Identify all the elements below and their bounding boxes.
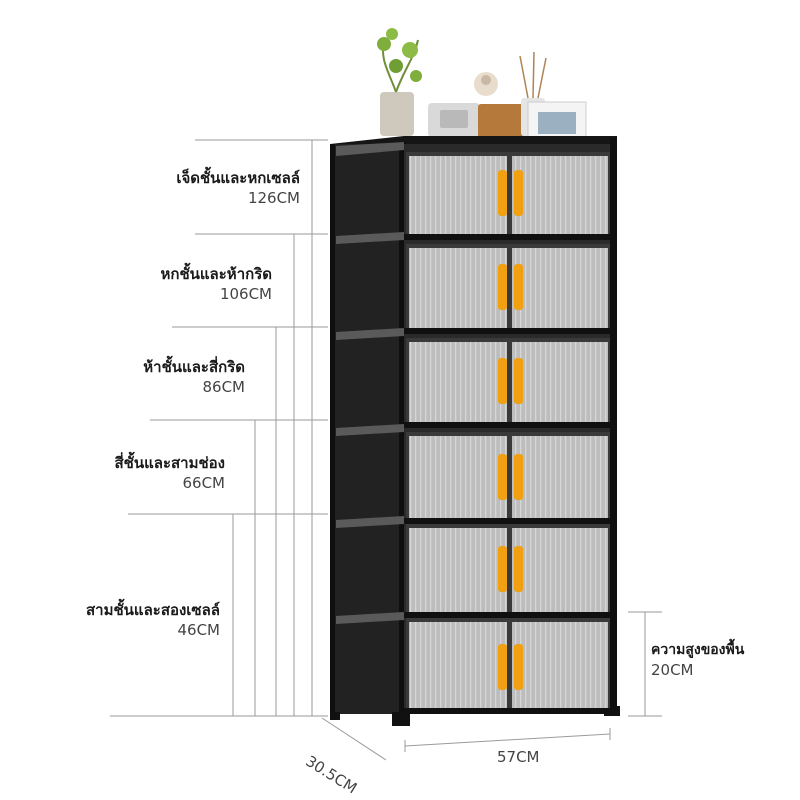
tier-name: หกชั้นและห้ากริด (160, 265, 272, 283)
floor-clearance-label: ความสูงของพื้น 20CM (651, 640, 744, 680)
tier-label-7: เจ็ดชั้นและหกเซลล์ 126CM (176, 168, 300, 208)
decor-items (377, 28, 587, 143)
tier-label-3: สามชั้นและสองเซลล์ 46CM (86, 600, 220, 640)
tier-label-5: ห้าชั้นและสี่กริด 86CM (143, 357, 245, 397)
tier-name: สี่ชั้นและสามช่อง (114, 454, 226, 472)
height-guide-lines (110, 139, 328, 717)
floor-clearance-height: 20CM (651, 661, 694, 679)
floor-clearance-name: ความสูงของพื้น (651, 642, 745, 658)
tier-name: เจ็ดชั้นและหกเซลล์ (176, 169, 300, 187)
tier-name: ห้าชั้นและสี่กริด (143, 358, 245, 376)
tier-label-6: หกชั้นและห้ากริด 106CM (160, 264, 272, 304)
tier-label-4: สี่ชั้นและสามช่อง 66CM (115, 453, 226, 493)
cabinet-tiers (336, 142, 610, 714)
tier-height: 126CM (247, 189, 300, 207)
dimension-lines (321, 611, 662, 761)
tier-height: 86CM (202, 378, 245, 396)
width-label: 57CM (497, 748, 540, 766)
tier-height: 46CM (177, 621, 220, 639)
tier-height: 106CM (219, 285, 272, 303)
tier-name: สามชั้นและสองเซลล์ (86, 601, 220, 619)
tier-height: 66CM (182, 474, 225, 492)
